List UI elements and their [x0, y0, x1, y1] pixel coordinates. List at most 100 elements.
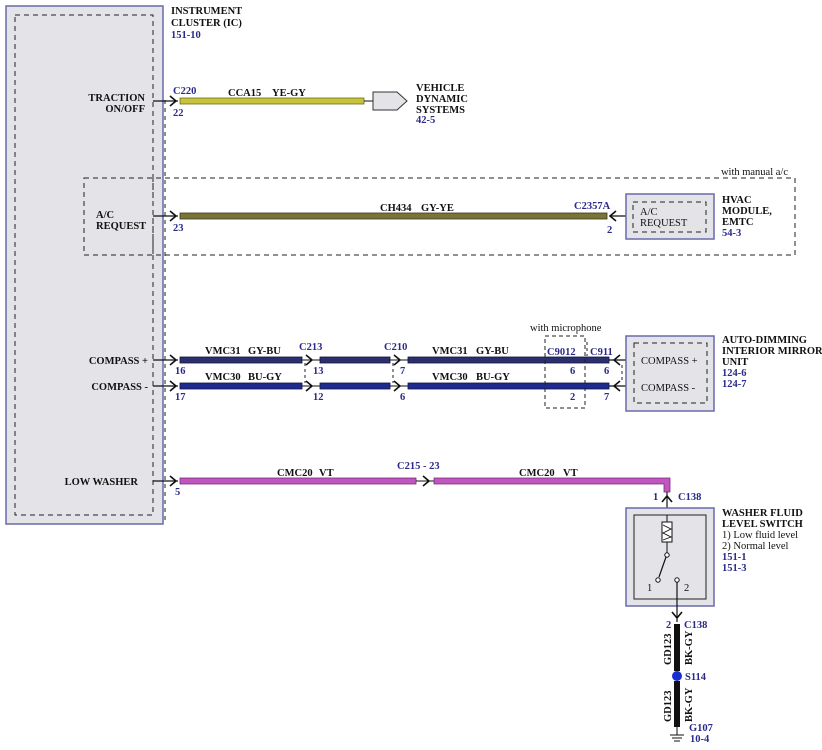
- compass-plus-color-2: GY-BU: [476, 346, 509, 357]
- compass-minus-pin-2: 6: [400, 392, 405, 403]
- compass-plus-pin-0: 16: [175, 366, 186, 377]
- traction-connector-arrow-icon: [169, 95, 178, 107]
- mirror-inner-dashed: [633, 342, 708, 404]
- microphone-option-label: with microphone: [530, 323, 602, 334]
- pin-ac-1: A/C: [96, 210, 114, 221]
- washer-circuit-2: CMC20: [519, 468, 555, 479]
- compass-minus-circuit-2: VMC30: [432, 372, 468, 383]
- mirror-ref-2: 124-7: [722, 379, 747, 390]
- connector-c213: C213: [299, 342, 322, 353]
- washer-switch-inner: [633, 514, 707, 600]
- manual-ac-option-label: with manual a/c: [721, 167, 788, 178]
- switch-contact-1-icon: [655, 577, 661, 583]
- compass-plus-color: GY-BU: [248, 346, 281, 357]
- ground-ref: 10-4: [690, 734, 710, 745]
- switch-contact-2-icon: [674, 577, 680, 583]
- mirror-pin-minus: COMPASS -: [641, 383, 696, 394]
- manual-ac-option-box: [83, 177, 796, 256]
- washer-switch-desc-1: 1) Low fluid level: [722, 530, 798, 541]
- instrument-cluster-inner-dashed: [14, 14, 154, 516]
- compass-plus-pin-3: 6: [570, 366, 575, 377]
- connector-c210: C210: [384, 342, 407, 353]
- instrument-cluster-box: [5, 5, 164, 525]
- ground-id: G107: [689, 723, 713, 734]
- compass-plus-pin-1: 13: [313, 366, 324, 377]
- hvac-pin-1: A/C: [640, 207, 658, 218]
- mirror-module-box: [625, 335, 715, 412]
- ground-circuit-1: GD123: [663, 634, 674, 666]
- vds-name-2: DYNAMIC: [416, 94, 468, 105]
- traction-circuit: CCA15: [228, 88, 261, 99]
- washer-circuit-1: CMC20: [277, 468, 313, 479]
- mirror-pin-plus: COMPASS +: [641, 356, 698, 367]
- hvac-name-1: HVAC: [722, 195, 752, 206]
- vds-name-3: SYSTEMS: [416, 105, 465, 116]
- connector-c911: C911: [590, 347, 613, 358]
- wire-ac: [179, 212, 608, 220]
- wire-compass-minus-seg2: [319, 382, 391, 390]
- washer-switch-ref-1: 151-1: [722, 552, 747, 563]
- washer-switch-name-2: LEVEL SWITCH: [722, 519, 803, 530]
- connector-c9012: C9012: [547, 347, 576, 358]
- vds-name-1: VEHICLE: [416, 83, 464, 94]
- pin-compass-plus: COMPASS +: [89, 356, 148, 367]
- washer-inline-arrow-icon: [422, 475, 431, 487]
- compass-plus-circuit-2: VMC31: [432, 346, 468, 357]
- vds-connector-icon: [372, 91, 408, 111]
- washer-switch-desc-2: 2) Normal level: [722, 541, 789, 552]
- traction-pin: 22: [173, 108, 184, 119]
- washer-color-1: VT: [319, 468, 334, 479]
- hvac-pin-2: REQUEST: [640, 218, 688, 229]
- compass-minus-pin-0: 17: [175, 392, 186, 403]
- ac-pin-end: 2: [607, 225, 612, 236]
- ic-name-2: CLUSTER (IC): [171, 18, 242, 29]
- washer-connector-end: C138: [678, 492, 701, 503]
- hvac-inner-dashed: [632, 201, 707, 233]
- washer-pin-start: 5: [175, 487, 180, 498]
- compass-minus-arrow-icon: [169, 380, 178, 392]
- washer-arrow-icon: [169, 475, 178, 487]
- wire-ground-seg2: [674, 681, 680, 727]
- hvac-name-3: EMTC: [722, 217, 754, 228]
- switch-blade-icon: [658, 556, 667, 578]
- pin-compass-minus: COMPASS -: [91, 382, 148, 393]
- ac-circuit: CH434: [380, 203, 412, 214]
- compass-minus-pin-3: 2: [570, 392, 575, 403]
- compass-plus-pin-4: 6: [604, 366, 609, 377]
- compass-minus-pin-1: 12: [313, 392, 324, 403]
- compass-minus-color-2: BU-GY: [476, 372, 510, 383]
- compass-minus-color: BU-GY: [248, 372, 282, 383]
- splice-s114-icon: [672, 671, 682, 681]
- pin-low-washer: LOW WASHER: [65, 477, 139, 488]
- ground-pin: 2: [666, 620, 671, 631]
- traction-connector: C220: [173, 86, 196, 97]
- washer-switch-ref-2: 151-3: [722, 563, 747, 574]
- mirror-name-3: UNIT: [722, 357, 748, 368]
- splice-label: S114: [685, 672, 707, 683]
- hvac-ref: 54-3: [722, 228, 741, 239]
- hvac-name-2: MODULE,: [722, 206, 772, 217]
- ground-circuit-2: GD123: [663, 691, 674, 723]
- wire-compass-plus-seg1: [179, 356, 303, 364]
- ac-connector-end: C2357A: [574, 201, 611, 212]
- compass-plus-circuit: VMC31: [205, 346, 241, 357]
- ac-connector-arrow-icon: [169, 210, 178, 222]
- compass-minus-circuit: VMC30: [205, 372, 241, 383]
- wire-compass-minus-seg1: [179, 382, 303, 390]
- ground-color-1: BK-GY: [684, 630, 695, 665]
- ic-ref: 151-10: [171, 30, 201, 41]
- ground-connector: C138: [684, 620, 707, 631]
- traction-color: YE-GY: [272, 88, 306, 99]
- mirror-name-1: AUTO-DIMMING: [722, 335, 807, 346]
- compass-plus-arrow-icon: [169, 354, 178, 366]
- washer-pin-end: 1: [653, 492, 658, 503]
- ground-symbol-icon: [670, 734, 684, 742]
- wire-ground-seg1: [674, 624, 680, 671]
- switch-pivot-icon: [664, 552, 670, 558]
- compass-minus-pin-4: 7: [604, 392, 609, 403]
- washer-color-2: VT: [563, 468, 578, 479]
- ac-pin-start: 23: [173, 223, 184, 234]
- resistor-zigzag-icon: [661, 524, 673, 541]
- compass-plus-pin-2: 7: [400, 366, 405, 377]
